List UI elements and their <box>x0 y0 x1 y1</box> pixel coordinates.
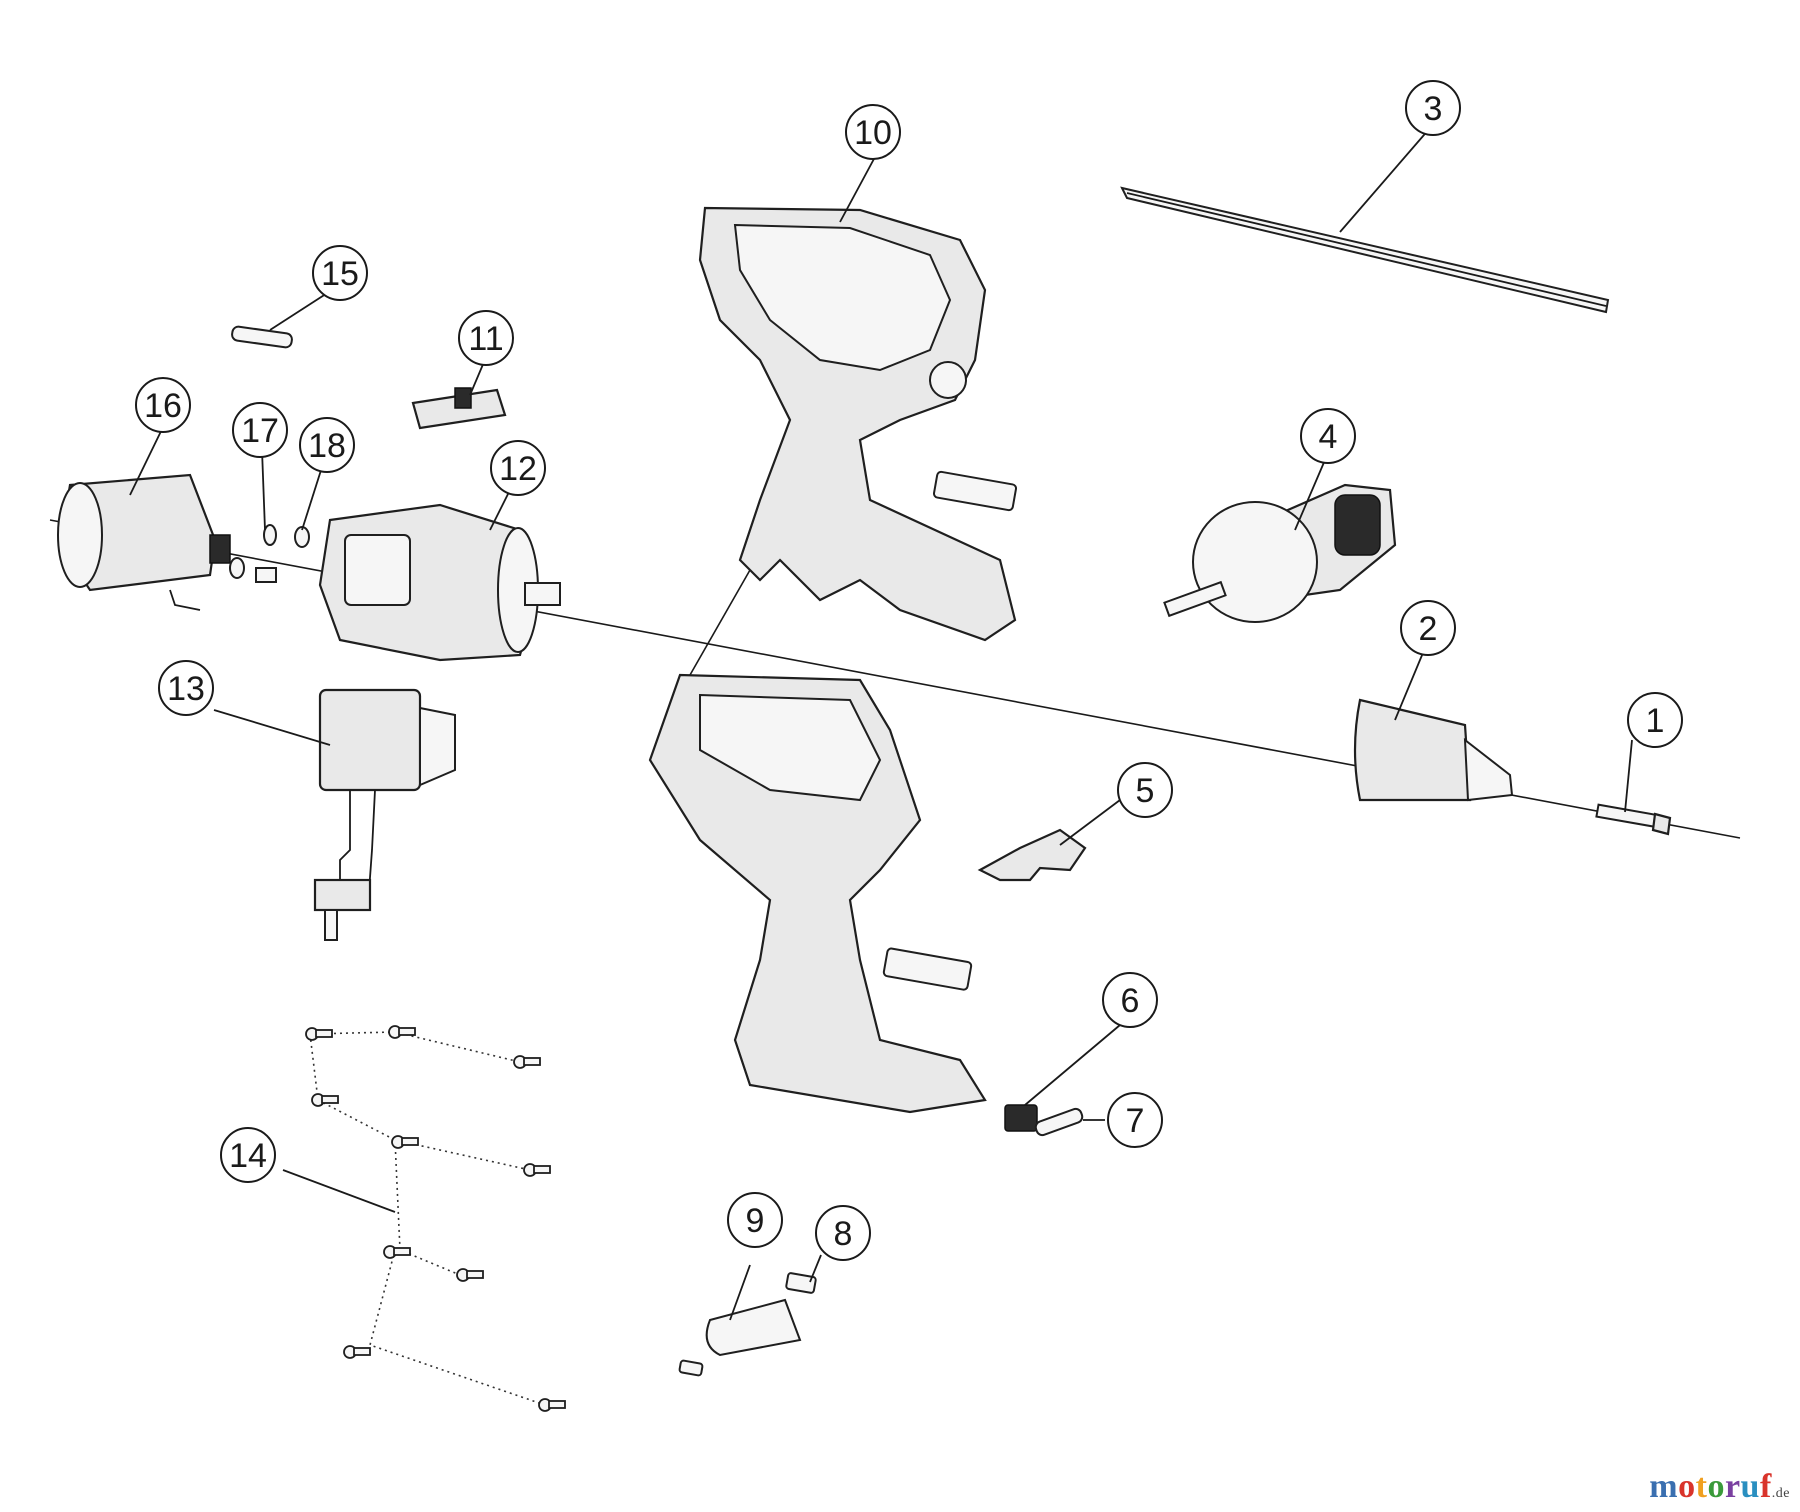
watermark-letter: o <box>1707 1468 1725 1505</box>
callout-15: 15 <box>312 245 368 301</box>
part-3-rod <box>1120 186 1610 314</box>
svg-text:3: 3 <box>1424 90 1443 128</box>
part-16-motor <box>57 473 231 611</box>
watermark-letter: o <box>1678 1468 1696 1505</box>
part-2-chuck <box>1353 698 1514 802</box>
callout-9: 9 <box>727 1192 783 1248</box>
part-4-side-handle <box>1163 483 1397 623</box>
svg-text:4: 4 <box>1319 418 1338 456</box>
watermark-suffix: .de <box>1771 1486 1790 1501</box>
part-1-screw <box>1595 803 1672 836</box>
svg-text:10: 10 <box>854 114 892 152</box>
callout-3: 3 <box>1405 80 1461 136</box>
part-11-switch-cover <box>411 387 507 430</box>
svg-text:6: 6 <box>1121 982 1140 1020</box>
callout-1: 1 <box>1627 692 1683 748</box>
svg-text:15: 15 <box>321 255 359 293</box>
svg-text:7: 7 <box>1126 1102 1145 1140</box>
callout-4: 4 <box>1300 408 1356 464</box>
part-18-bushing <box>255 526 310 583</box>
lower-housing-half <box>648 673 987 1114</box>
part-9-cap <box>678 1298 802 1377</box>
part-14-screws <box>305 1025 566 1412</box>
leader-lines <box>129 127 1633 1321</box>
callout-11: 11 <box>458 310 514 366</box>
svg-text:5: 5 <box>1136 772 1155 810</box>
part-7-pin <box>1034 1107 1084 1137</box>
callout-14: 14 <box>220 1127 276 1183</box>
callout-12: 12 <box>490 440 546 496</box>
svg-text:8: 8 <box>834 1215 853 1253</box>
watermark-letter: r <box>1724 1468 1741 1505</box>
callout-7: 7 <box>1107 1092 1163 1148</box>
callout-2: 2 <box>1400 600 1456 656</box>
svg-text:13: 13 <box>167 670 205 708</box>
watermark-letter: f <box>1759 1468 1772 1505</box>
part-12-gearbox <box>318 503 561 662</box>
svg-text:1: 1 <box>1646 702 1665 740</box>
svg-text:17: 17 <box>241 412 279 450</box>
part-17-ring <box>229 524 277 579</box>
part-8-pad <box>785 1272 817 1294</box>
callout-16: 16 <box>135 377 191 433</box>
callouts: 1 2 3 4 5 6 7 8 9 10 11 12 13 14 15 16 1… <box>135 80 1683 1261</box>
svg-text:16: 16 <box>144 387 182 425</box>
part-10-housing-half <box>698 206 1018 642</box>
callout-5: 5 <box>1117 762 1173 818</box>
svg-text:11: 11 <box>468 320 503 358</box>
svg-text:2: 2 <box>1419 610 1438 648</box>
svg-text:18: 18 <box>308 427 346 465</box>
callout-17: 17 <box>232 402 288 458</box>
watermark-letter: t <box>1695 1468 1708 1505</box>
svg-text:12: 12 <box>499 450 537 488</box>
svg-text:9: 9 <box>746 1202 765 1240</box>
watermark-logo: motoruf.de <box>1649 1468 1790 1506</box>
part-13-trigger-switch <box>313 688 456 941</box>
watermark-letter: m <box>1649 1468 1679 1505</box>
svg-text:14: 14 <box>229 1137 267 1175</box>
part-15-pin <box>231 325 293 349</box>
callout-6: 6 <box>1102 972 1158 1028</box>
part-5-clip <box>977 828 1087 882</box>
callout-10: 10 <box>845 104 901 160</box>
part-6-terminal <box>1004 1104 1038 1132</box>
callout-18: 18 <box>299 417 355 473</box>
watermark-letter: u <box>1740 1468 1760 1505</box>
callout-8: 8 <box>815 1205 871 1261</box>
housing-connector-line <box>689 569 751 676</box>
callout-13: 13 <box>158 660 214 716</box>
